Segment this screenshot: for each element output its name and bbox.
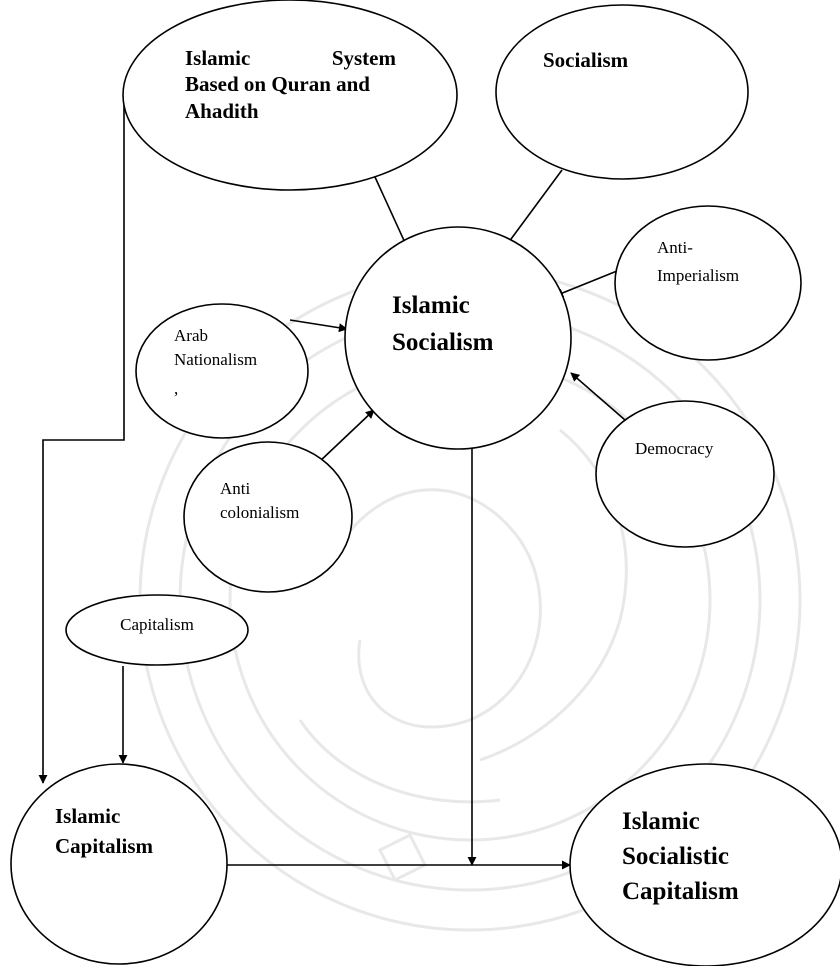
node-anti-colonialism-line-1: Anti (220, 479, 251, 498)
edge-anti-colonialism-to-islamic-socialism (317, 409, 375, 464)
node-islamic-socialistic-capitalism-line-3: Capitalism (622, 878, 739, 905)
node-islamic-capitalism: Islamic Capitalism (10, 763, 228, 965)
node-islamic-system-line-3: Based on Quran and (185, 72, 370, 96)
edges (38, 103, 626, 870)
node-islamic-socialistic-capitalism: Islamic Socialistic Capitalism (569, 763, 840, 967)
node-anti-imperialism-line-2: Imperialism (657, 266, 739, 285)
node-capitalism: Capitalism (65, 594, 249, 666)
node-arab-nationalism-line-1: Arab (174, 326, 208, 345)
node-anti-colonialism: Anti colonialism (183, 441, 353, 593)
node-islamic-system-line-4: Ahadith (185, 99, 259, 123)
edge-arab-nationalism-to-islamic-socialism (289, 319, 348, 333)
node-arab-nationalism-line-3: , (174, 379, 178, 398)
node-islamic-socialism-line-2: Socialism (392, 329, 494, 356)
node-anti-colonialism-line-2: colonialism (220, 503, 299, 522)
node-democracy-label: Democracy (635, 439, 714, 458)
node-islamic-socialistic-capitalism-line-2: Socialistic (622, 843, 729, 870)
edge-democracy-to-islamic-socialism (570, 372, 626, 421)
node-arab-nationalism-line-2: Nationalism (174, 350, 257, 369)
edge-islamic-system-to-islamic-capitalism (38, 103, 125, 784)
node-capitalism-label: Capitalism (120, 615, 194, 634)
node-islamic-system-line-2: System (332, 46, 397, 70)
node-islamic-socialism: Islamic Socialism (344, 226, 572, 450)
node-arab-nationalism: Arab Nationalism , (135, 303, 309, 439)
node-islamic-system-line-1: Islamic (185, 46, 250, 70)
node-anti-imperialism: Anti- Imperialism (614, 205, 802, 361)
node-islamic-capitalism-line-1: Islamic (55, 804, 120, 828)
node-socialism: Socialism (495, 4, 749, 180)
node-islamic-capitalism-line-2: Capitalism (55, 834, 154, 858)
node-islamic-socialism-line-1: Islamic (392, 292, 470, 319)
node-democracy: Democracy (595, 400, 775, 548)
node-islamic-system: Islamic System Based on Quran and Ahadit… (122, 0, 458, 191)
node-islamic-socialistic-capitalism-line-1: Islamic (622, 808, 700, 835)
edge-anti-imperialism-to-islamic-socialism (554, 270, 618, 298)
node-anti-imperialism-line-1: Anti- (657, 238, 693, 257)
node-socialism-label: Socialism (543, 48, 629, 72)
